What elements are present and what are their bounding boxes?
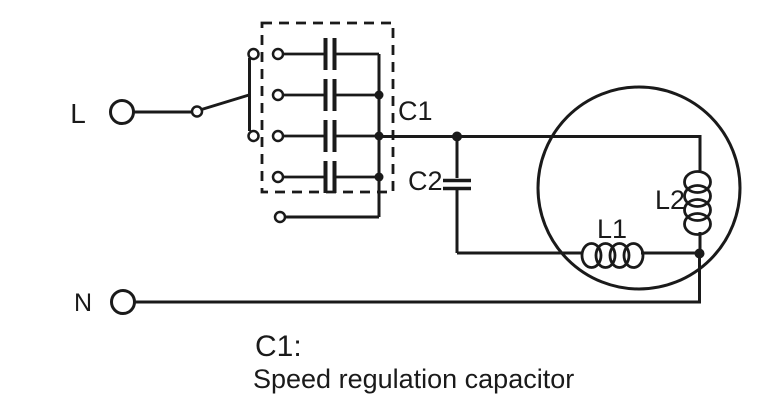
bank-input-contact xyxy=(271,170,285,184)
capacitor-row xyxy=(283,79,379,111)
label-layer: L N C1 C2 L1 L2 C1: Speed regulation cap… xyxy=(70,96,685,394)
capacitor-row xyxy=(283,161,379,193)
selector-contact xyxy=(247,129,260,143)
wire-layer xyxy=(109,21,742,315)
coil-loop xyxy=(683,184,712,208)
selector-contact xyxy=(247,47,260,61)
coil-loop xyxy=(683,198,712,222)
bypass-contact xyxy=(273,210,287,224)
coil-loop xyxy=(608,242,631,269)
junction-dot xyxy=(694,248,705,259)
coil-loop xyxy=(622,242,645,269)
bank-input-contact xyxy=(271,88,285,102)
switch-arm xyxy=(201,93,250,111)
bank-input-contact xyxy=(271,129,285,143)
neutral-terminal-label: N xyxy=(74,289,92,317)
neutral-terminal-circle xyxy=(110,289,136,315)
caption-description: Speed regulation capacitor xyxy=(253,364,574,394)
l2-coil xyxy=(683,170,712,236)
coil-loop xyxy=(580,242,603,269)
live-terminal-label: L xyxy=(70,98,86,129)
capacitor-row xyxy=(283,120,379,152)
main-line-wire xyxy=(379,135,702,172)
junction-layer xyxy=(374,90,705,259)
caption-title: C1: xyxy=(255,330,302,363)
junction-dot xyxy=(452,131,462,142)
c1-label: C1 xyxy=(398,96,433,126)
coil-loop xyxy=(594,242,617,269)
coil-loop xyxy=(683,212,712,236)
switch-pivot-contact xyxy=(190,105,204,118)
l1-coil xyxy=(580,242,645,269)
l2-label: L2 xyxy=(655,185,685,215)
junction-dot xyxy=(374,172,384,182)
capacitor-bank xyxy=(283,38,379,193)
motor-circle xyxy=(536,85,742,291)
live-terminal-circle xyxy=(109,99,135,125)
junction-dot xyxy=(374,131,384,141)
junction-dot xyxy=(374,90,384,100)
coil-loop xyxy=(683,170,712,194)
capacitor-row xyxy=(283,38,379,70)
c2-label: C2 xyxy=(408,166,443,196)
l1-label: L1 xyxy=(597,214,627,244)
neutral-wire xyxy=(135,253,701,304)
contact-layer xyxy=(190,47,287,224)
bank-input-contact xyxy=(271,47,285,61)
